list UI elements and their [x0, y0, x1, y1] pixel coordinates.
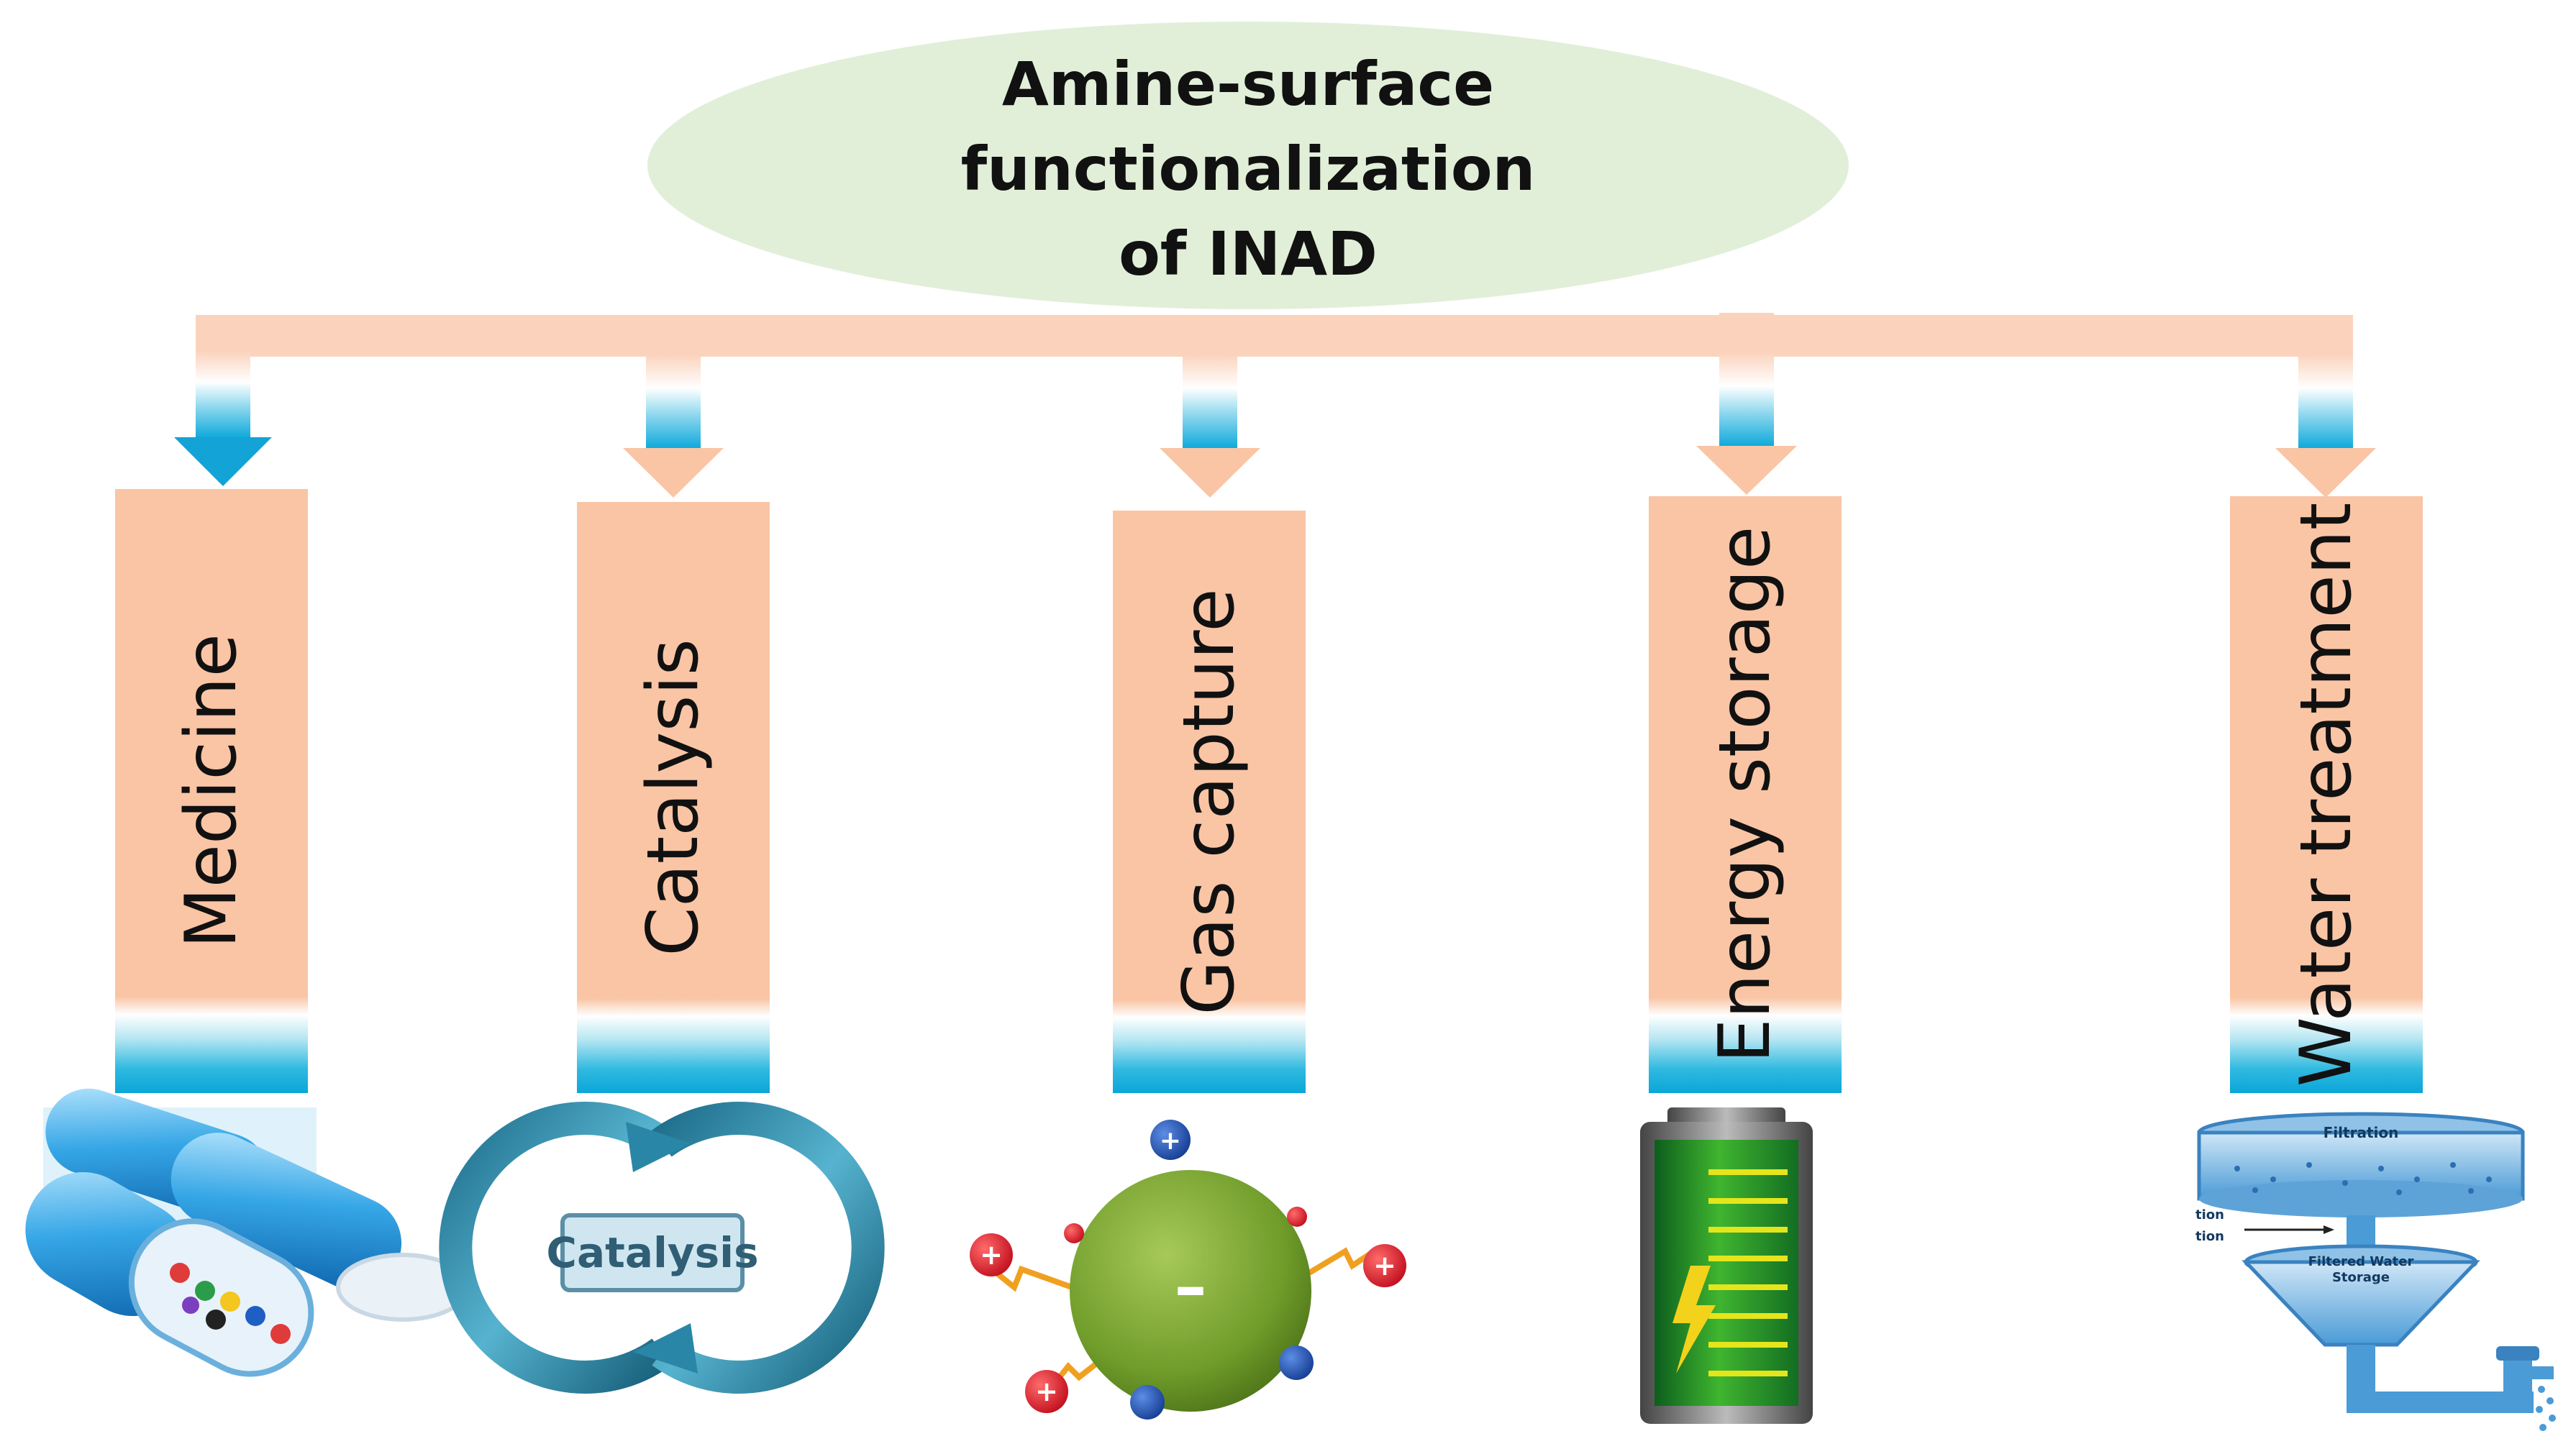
- connector-stem: [2298, 315, 2353, 448]
- medicine-capsules-icon: [25, 1088, 470, 1377]
- filtration-side-label: tion: [2195, 1229, 2224, 1244]
- arrow-head: [2275, 448, 2376, 498]
- title-ellipse: [647, 22, 1849, 309]
- charge-label: +: [1035, 1376, 1058, 1407]
- charge-label: +: [1373, 1250, 1396, 1281]
- connector-horizontal: [196, 315, 2347, 357]
- diagram-title: Amine-surface functionalization of INAD: [647, 42, 1849, 296]
- particle-core-sign: –: [1175, 1249, 1207, 1325]
- charge-label: +: [980, 1239, 1003, 1271]
- filtration-label: Filtration: [2324, 1124, 2399, 1141]
- arrow-head: [174, 437, 272, 486]
- title-line: functionalization: [960, 134, 1536, 204]
- filtration-storage-label: Filtered Water: [2308, 1254, 2414, 1269]
- charge-label: +: [1160, 1126, 1181, 1156]
- connector-stem: [1183, 315, 1237, 448]
- water-filtration-icon: Filtration tion tion Filtered Water Stor…: [2195, 1112, 2556, 1431]
- arrow-head: [623, 448, 724, 498]
- gas-capture-particle-icon: – + + + +: [970, 1120, 1406, 1420]
- application-bar-water-treatment: Water treatment: [2230, 496, 2423, 1093]
- connector-stem: [1719, 313, 1774, 446]
- application-bar-energy-storage: Energy storage: [1649, 496, 1842, 1093]
- application-bar-medicine: Medicine: [115, 489, 308, 1093]
- connector-stem: [196, 315, 250, 437]
- arrow-head: [1696, 446, 1797, 495]
- application-bar-gas-capture: Gas capture: [1113, 511, 1306, 1093]
- battery-icon: [1640, 1107, 1813, 1424]
- catalysis-badge-text: Catalysis: [546, 1228, 758, 1277]
- title-line: Amine-surface: [1001, 49, 1495, 119]
- filtration-side-label: tion: [2195, 1207, 2224, 1223]
- title-line: of INAD: [1119, 219, 1378, 289]
- filtration-storage-label: Storage: [2332, 1270, 2390, 1285]
- connector-stem: [646, 315, 701, 448]
- catalysis-cycle-icon: Catalysis: [439, 1102, 885, 1394]
- arrow-head: [1160, 448, 1260, 498]
- application-bar-catalysis: Catalysis: [577, 502, 770, 1093]
